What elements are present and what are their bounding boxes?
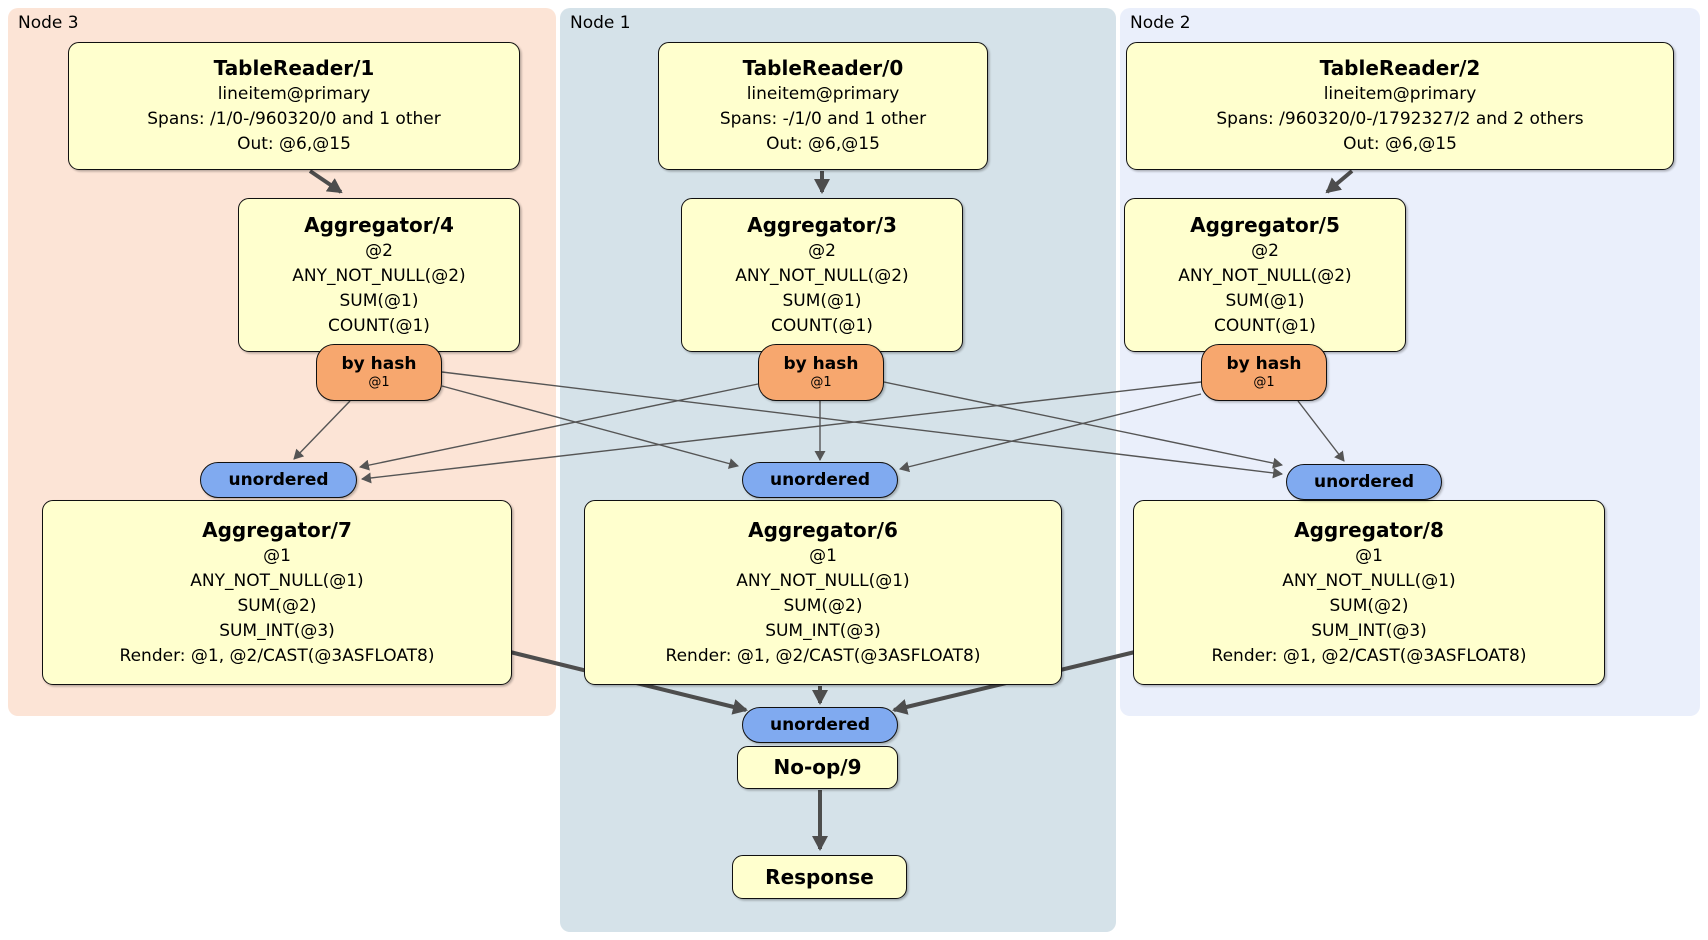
- processor-response: Response: [732, 855, 907, 899]
- processor-detail: COUNT(@1): [1214, 315, 1316, 336]
- processor-detail: SUM_INT(@3): [1311, 620, 1427, 641]
- region-label-node2: Node 2: [1130, 13, 1191, 33]
- processor-detail: @1: [809, 545, 837, 566]
- processor-detail: SUM(@2): [783, 595, 863, 616]
- edge-hash5-unordered-right: [1297, 400, 1345, 462]
- processor-detail: Out: @6,@15: [237, 134, 351, 154]
- processor-title: Aggregator/3: [747, 212, 897, 237]
- processor-detail: COUNT(@1): [771, 315, 873, 336]
- router-detail: @1: [1253, 375, 1275, 390]
- edge-hash4-unordered-middle: [441, 385, 739, 469]
- processor-detail: ANY_NOT_NULL(@1): [1282, 570, 1456, 591]
- sync-unordered-right: unordered: [1286, 464, 1442, 500]
- sync-unordered-final: unordered: [742, 707, 898, 743]
- router-by-hash-node3: by hash @1: [316, 344, 442, 401]
- router-label: by hash: [783, 354, 859, 374]
- processor-title: Aggregator/4: [304, 212, 454, 237]
- processor-aggregator-4: Aggregator/4 @2 ANY_NOT_NULL(@2) SUM(@1)…: [238, 198, 520, 352]
- edge-hash4-unordered-left: [293, 400, 351, 460]
- processor-title: TableReader/0: [742, 56, 904, 80]
- sync-label: unordered: [769, 715, 871, 735]
- processor-detail: SUM(@2): [237, 595, 317, 616]
- sync-label: unordered: [228, 470, 329, 490]
- router-by-hash-node1: by hash @1: [758, 344, 884, 401]
- processor-noop-9: No-op/9: [737, 746, 898, 789]
- processor-aggregator-7: Aggregator/7 @1 ANY_NOT_NULL(@1) SUM(@2)…: [42, 500, 512, 685]
- edge-hash5-unordered-left: [361, 381, 1202, 484]
- processor-detail: lineitem@primary: [746, 84, 900, 104]
- processor-tablereader-0: TableReader/0 lineitem@primary Spans: -/…: [658, 42, 988, 170]
- processor-detail: @2: [365, 240, 393, 261]
- processor-detail: @2: [1251, 240, 1279, 261]
- processor-title: TableReader/1: [213, 56, 375, 80]
- edge-hash3-unordered-left: [359, 383, 759, 471]
- processor-detail: SUM(@1): [339, 290, 419, 311]
- edge-hash4-unordered-right: [441, 371, 1283, 479]
- processor-aggregator-6: Aggregator/6 @1 ANY_NOT_NULL(@1) SUM(@2)…: [584, 500, 1062, 685]
- sync-unordered-left: unordered: [200, 462, 357, 498]
- sync-label: unordered: [769, 470, 871, 490]
- router-label: by hash: [1226, 354, 1302, 374]
- processor-detail: @2: [808, 240, 836, 261]
- processor-detail: SUM(@2): [1329, 595, 1409, 616]
- processor-title: Response: [765, 864, 874, 889]
- sync-unordered-middle: unordered: [742, 462, 898, 498]
- processor-detail: Spans: /960320/0-/1792327/2 and 2 others: [1216, 109, 1584, 129]
- processor-detail: Render: @1, @2/CAST(@3ASFLOAT8): [1211, 645, 1527, 666]
- region-label-node1: Node 1: [570, 13, 631, 33]
- processor-detail: ANY_NOT_NULL(@1): [190, 570, 364, 591]
- processor-detail: Spans: -/1/0 and 1 other: [719, 109, 927, 129]
- processor-aggregator-5: Aggregator/5 @2 ANY_NOT_NULL(@2) SUM(@1)…: [1124, 198, 1406, 352]
- processor-detail: @1: [263, 545, 291, 566]
- processor-detail: SUM(@1): [1225, 290, 1305, 311]
- region-label-node3: Node 3: [18, 13, 79, 33]
- processor-tablereader-2: TableReader/2 lineitem@primary Spans: /9…: [1126, 42, 1674, 170]
- processor-detail: SUM(@1): [782, 290, 862, 311]
- processor-detail: ANY_NOT_NULL(@2): [735, 265, 909, 286]
- edge-hash5-unordered-middle: [899, 393, 1202, 473]
- processor-title: Aggregator/5: [1190, 212, 1340, 237]
- processor-detail: SUM_INT(@3): [219, 620, 335, 641]
- router-label: by hash: [341, 354, 417, 374]
- edge-tablereader2-aggregator5: [1325, 169, 1354, 194]
- router-detail: @1: [368, 375, 390, 390]
- processor-detail: SUM_INT(@3): [765, 620, 881, 641]
- processor-detail: Render: @1, @2/CAST(@3ASFLOAT8): [665, 645, 981, 666]
- processor-detail: lineitem@primary: [1323, 84, 1477, 104]
- processor-detail: Out: @6,@15: [1343, 134, 1457, 154]
- processor-detail: lineitem@primary: [217, 84, 371, 104]
- processor-detail: ANY_NOT_NULL(@1): [736, 570, 910, 591]
- processor-title: No-op/9: [773, 755, 862, 779]
- processor-detail: Out: @6,@15: [766, 134, 880, 154]
- processor-title: Aggregator/6: [748, 517, 898, 542]
- processor-detail: ANY_NOT_NULL(@2): [292, 265, 466, 286]
- processor-detail: @1: [1355, 545, 1383, 566]
- processor-title: TableReader/2: [1319, 56, 1481, 80]
- router-by-hash-node2: by hash @1: [1201, 344, 1327, 401]
- processor-detail: Render: @1, @2/CAST(@3ASFLOAT8): [119, 645, 435, 666]
- processor-title: Aggregator/8: [1294, 517, 1444, 542]
- processor-detail: ANY_NOT_NULL(@2): [1178, 265, 1352, 286]
- sync-label: unordered: [1313, 472, 1415, 492]
- processor-tablereader-1: TableReader/1 lineitem@primary Spans: /1…: [68, 42, 520, 170]
- processor-title: Aggregator/7: [202, 517, 352, 542]
- processor-detail: COUNT(@1): [328, 315, 430, 336]
- processor-aggregator-8: Aggregator/8 @1 ANY_NOT_NULL(@1) SUM(@2)…: [1133, 500, 1605, 685]
- router-detail: @1: [810, 375, 832, 390]
- processor-aggregator-3: Aggregator/3 @2 ANY_NOT_NULL(@2) SUM(@1)…: [681, 198, 963, 352]
- processor-detail: Spans: /1/0-/960320/0 and 1 other: [147, 109, 441, 129]
- edge-tablereader1-aggregator4: [308, 169, 343, 194]
